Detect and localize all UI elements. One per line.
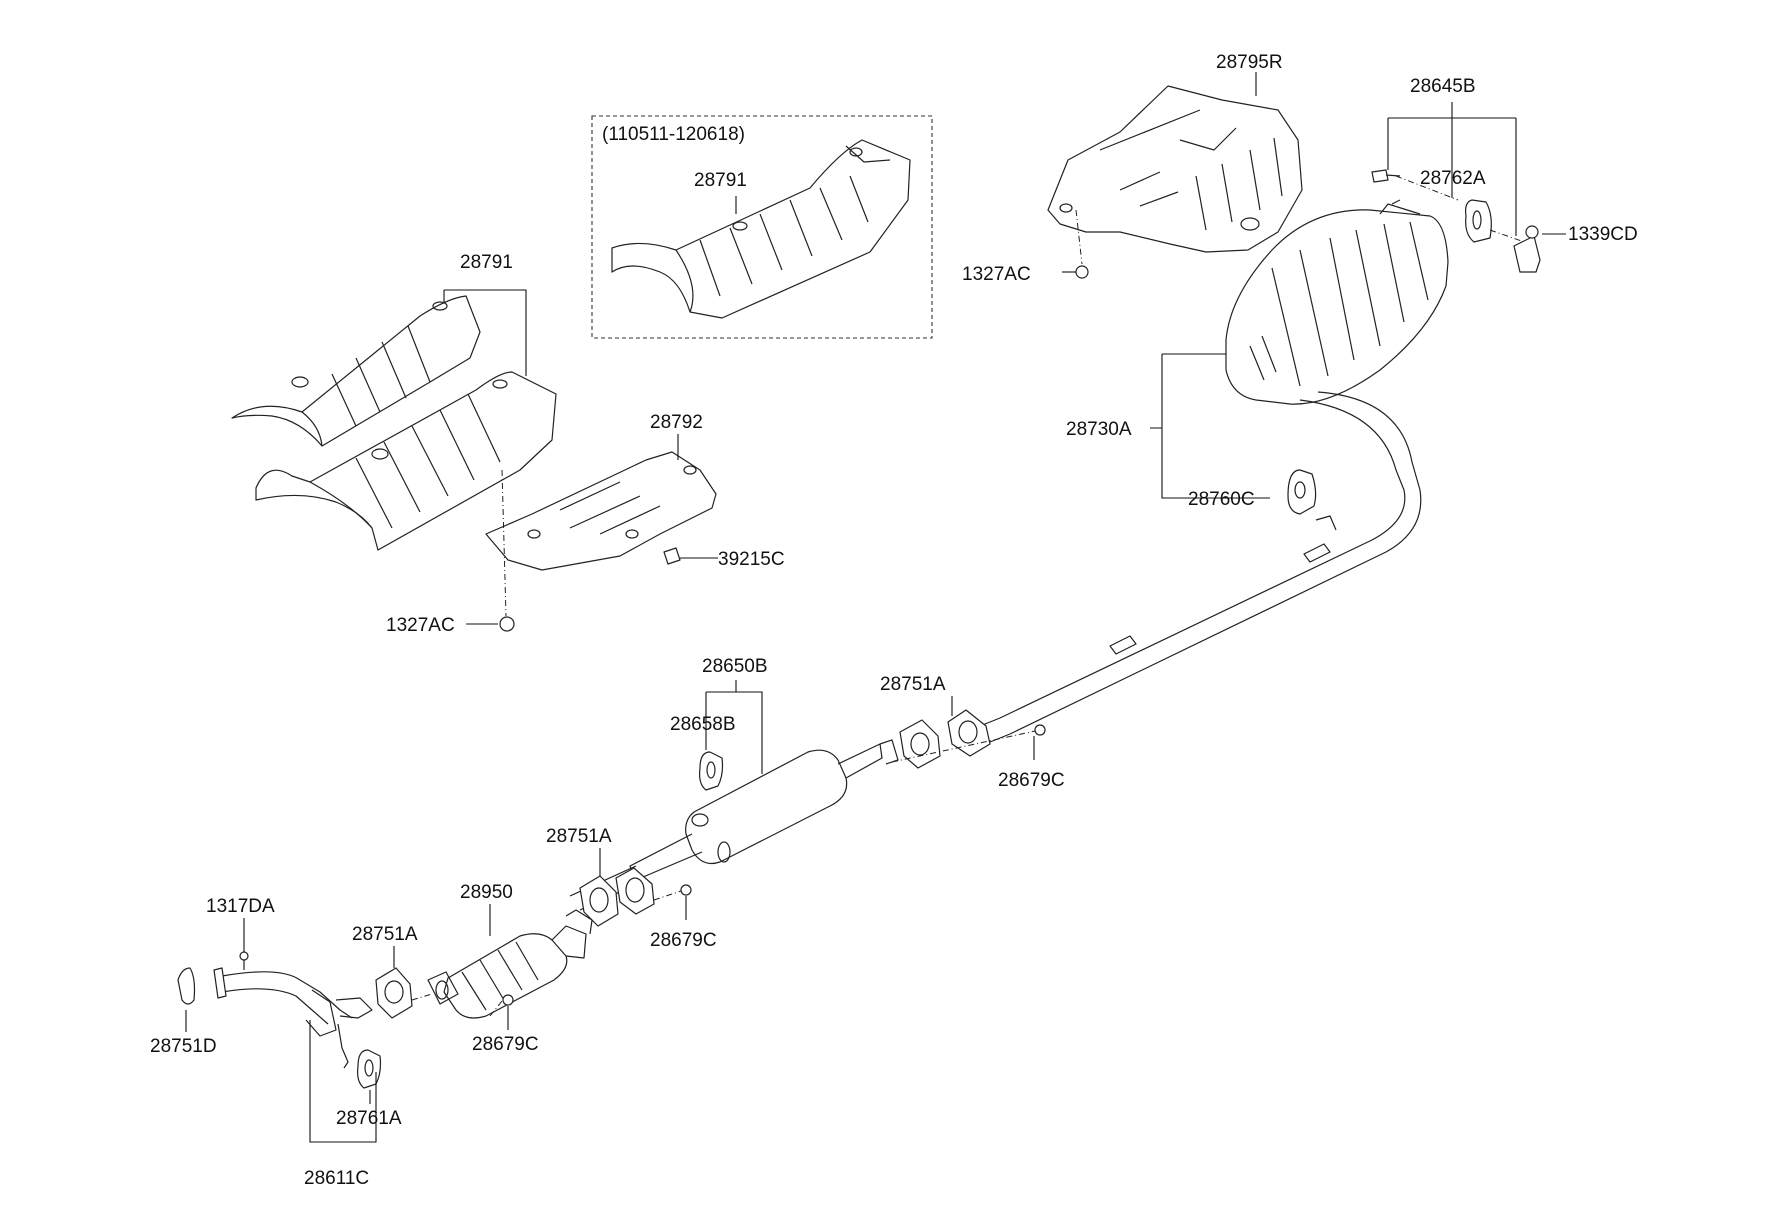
flange-muffler-inlet[interactable]	[615, 867, 655, 915]
hanger-28658B[interactable]	[699, 751, 724, 791]
nut-28679C-center[interactable]	[1034, 724, 1046, 736]
label-28679C-mid: 28679C	[650, 930, 717, 951]
label-28611C: 28611C	[304, 1168, 369, 1189]
front-pipe-28611C[interactable]	[213, 967, 373, 1069]
gasket-28751A-mid[interactable]	[579, 875, 619, 927]
nut-28679C-mid[interactable]	[680, 884, 692, 896]
bracket-1339CD[interactable]	[1513, 225, 1541, 273]
label-28751A-mid: 28751A	[546, 826, 612, 847]
label-1339CD: 1339CD	[1568, 224, 1638, 245]
label-28679C-center: 28679C	[998, 770, 1065, 791]
label-28950: 28950	[460, 882, 513, 903]
rear-muffler-28730A[interactable]	[999, 199, 1449, 735]
label-1317DA: 1317DA	[206, 896, 275, 917]
gasket-28751D[interactable]	[177, 967, 196, 1005]
nut-1327AC-top[interactable]	[1075, 265, 1089, 279]
leader-lines	[185, 72, 1566, 1143]
label-28751A-center: 28751A	[880, 674, 946, 695]
label-39215C: 39215C	[718, 549, 785, 570]
heat-shield-28791-upper[interactable]	[231, 295, 481, 447]
gasket-28751A-front[interactable]	[375, 967, 413, 1019]
flange-rear-pipe[interactable]	[947, 709, 991, 757]
label-28791: 28791	[460, 252, 513, 273]
heat-shield-28795R[interactable]	[1047, 85, 1303, 253]
label-28795R: 28795R	[1216, 52, 1283, 73]
bolt-28645B[interactable]	[1371, 169, 1401, 183]
label-28730A: 28730A	[1066, 419, 1132, 440]
hanger-28760C[interactable]	[1287, 469, 1317, 515]
heat-shield-28791-variant[interactable]	[611, 139, 911, 319]
label-28650B: 28650B	[702, 656, 768, 677]
nut-1327AC-left[interactable]	[499, 616, 515, 632]
label-28760C: 28760C	[1188, 489, 1255, 510]
hanger-28761A[interactable]	[357, 1049, 382, 1089]
nut-28679C-front[interactable]	[502, 994, 514, 1006]
gasket-28751A-center[interactable]	[899, 719, 941, 769]
bolt-1317DA[interactable]	[239, 951, 249, 970]
label-28658B: 28658B	[670, 714, 736, 735]
label-28751D: 28751D	[150, 1036, 217, 1057]
label-range: (110511-120618)	[602, 124, 745, 145]
center-pipe[interactable]	[979, 515, 1337, 743]
clip-39215C[interactable]	[663, 547, 681, 565]
label-28791-variant: 28791	[694, 170, 747, 191]
label-28645B: 28645B	[1410, 76, 1476, 97]
variant-box	[591, 115, 933, 339]
label-28762A: 28762A	[1420, 168, 1486, 189]
label-1327AC-left: 1327AC	[386, 615, 455, 636]
label-28679C-front: 28679C	[472, 1034, 539, 1055]
hanger-28762A[interactable]	[1465, 199, 1492, 243]
label-28761A: 28761A	[336, 1108, 402, 1129]
label-28751A-front: 28751A	[352, 924, 418, 945]
label-1327AC-top: 1327AC	[962, 264, 1031, 285]
heat-shield-28792[interactable]	[485, 451, 717, 571]
label-28792: 28792	[650, 412, 703, 433]
heat-shield-28791-lower[interactable]	[255, 371, 557, 551]
catalytic-converter-28950[interactable]	[427, 909, 593, 1019]
